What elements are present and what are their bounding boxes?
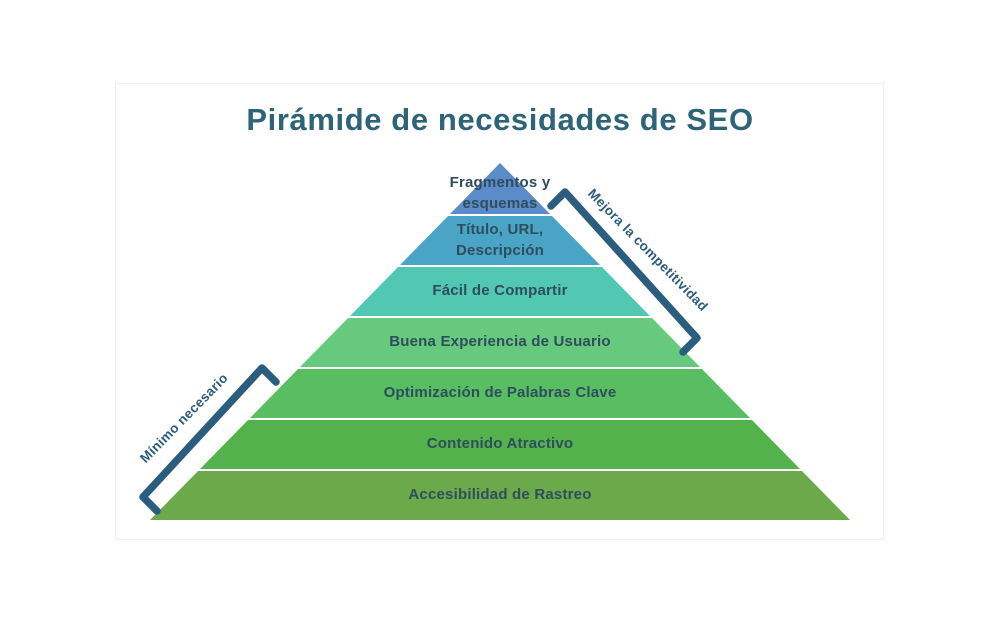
pyramid-level-label-text: Fácil de Compartir <box>432 282 568 300</box>
pyramid-level-5-label: Optimización de Palabras Clave <box>150 369 850 418</box>
pyramid-level-label-text: Accesibilidad de Rastreo <box>408 486 592 504</box>
pyramid-level-2-label: Título, URL, Descripción <box>150 216 850 265</box>
pyramid-level-1-label: Fragmentos y esquemas <box>150 163 850 214</box>
pyramid-level-label-text: Optimización de Palabras Clave <box>383 384 617 402</box>
pyramid-level-6 <box>200 420 800 469</box>
pyramid-level-label-text: Fragmentos y esquemas <box>449 174 551 212</box>
page-title: Pirámide de necesidades de SEO <box>246 102 754 137</box>
pyramid-level-3-label: Fácil de Compartir <box>150 267 850 316</box>
pyramid-level-6-label: Contenido Atractivo <box>150 420 850 469</box>
pyramid-level-7-label: Accesibilidad de Rastreo <box>150 471 850 520</box>
pyramid-level-label-text: Buena Experiencia de Usuario <box>389 333 611 351</box>
pyramid-level-label-text: Título, URL, Descripción <box>455 221 545 259</box>
pyramid-level-5 <box>250 369 750 418</box>
pyramid-level-label-text: Contenido Atractivo <box>426 435 574 453</box>
pyramid-level-4-label: Buena Experiencia de Usuario <box>150 318 850 367</box>
